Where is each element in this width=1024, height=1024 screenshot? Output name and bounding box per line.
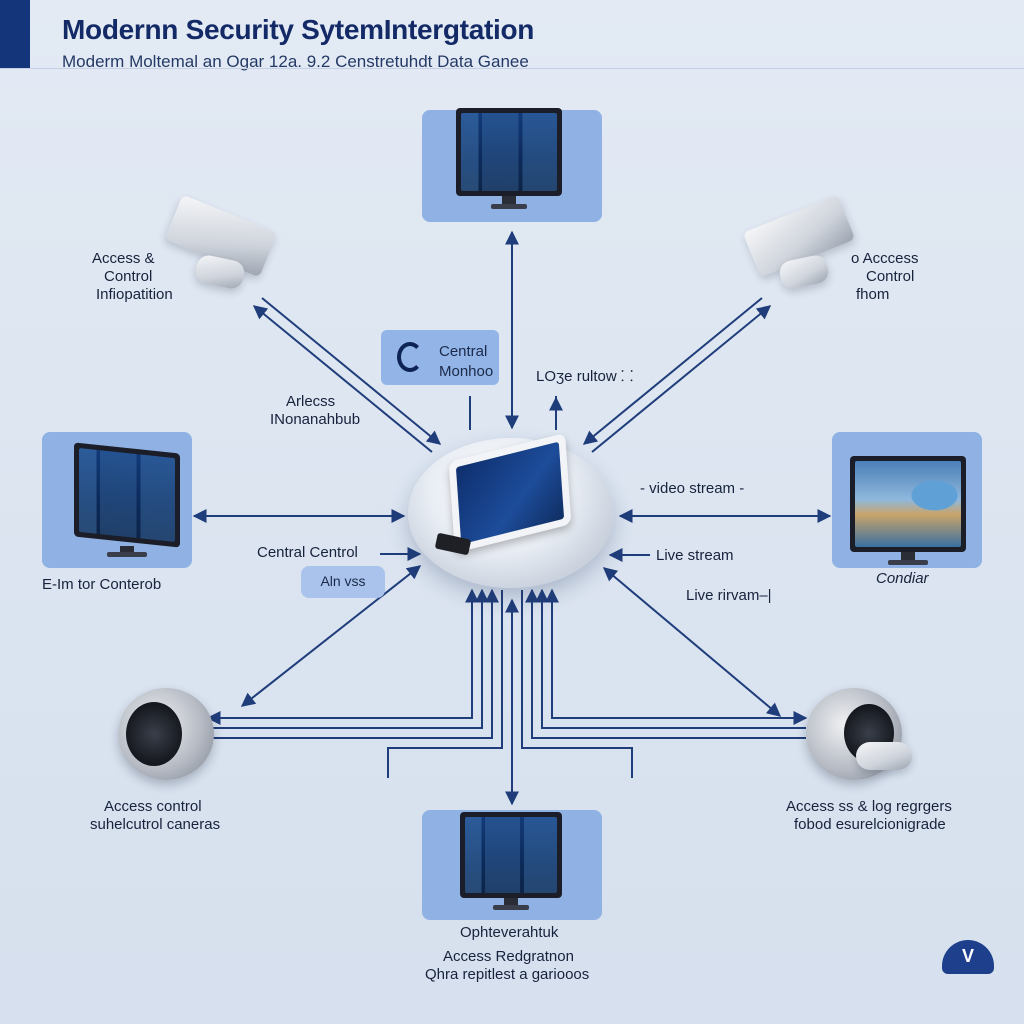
label-live-stream: Live stream <box>656 547 734 564</box>
small-hub-chip: Aln vss <box>301 566 385 598</box>
bottom-right-camera-barrel <box>856 742 912 770</box>
top-monitor <box>456 108 562 213</box>
header-accent-bar <box>0 0 30 68</box>
link-bundle-right-4 <box>521 590 633 778</box>
label-video-stream: - video stream - <box>640 480 745 497</box>
label-left-monitor: E-Im tor Conterob <box>42 576 162 593</box>
label-live-rirvam: Live rirvam–| <box>686 587 772 604</box>
link-bundle-left-4 <box>387 590 503 778</box>
label-bottom-left-1: Access control <box>104 798 202 815</box>
title-divider <box>0 68 1024 69</box>
label-top-left-2: Control <box>104 268 153 285</box>
monitor-logo-icon <box>397 342 423 372</box>
label-top-right-3: fhom <box>856 286 890 303</box>
label-top-right-2: Control <box>866 268 915 285</box>
label-top-left-1: Access & <box>92 250 155 267</box>
hub-tablet <box>448 432 572 554</box>
left-monitor <box>74 442 180 560</box>
label-bottom-access-2: Qhra repitlest a gariooos <box>425 966 590 983</box>
central-chip-line1: Central <box>439 343 488 360</box>
link-bundle-right-2 <box>535 588 806 729</box>
link-top-right-device-b <box>591 305 772 453</box>
brand-logo: V <box>942 940 994 974</box>
label-arcess-2: INonanahbub <box>270 411 361 428</box>
page-subtitle: Moderm Moltemal an Ogar 12a. 9.2 Censtre… <box>62 52 529 71</box>
link-top-left-device-a <box>261 297 442 445</box>
link-bundle-right-1 <box>545 588 808 725</box>
label-bottom-monitor: Ophteverahtuk <box>460 924 559 941</box>
page-title: Modernn Security SytemIntergtation <box>62 14 535 45</box>
link-top-right-device-a <box>582 297 763 445</box>
label-arcess-1: Arlecss <box>286 393 336 410</box>
link-top-left-device-b <box>252 305 433 453</box>
central-chip-line2: Monhoo <box>439 363 494 380</box>
link-bundle-right-3 <box>525 588 806 739</box>
brand-logo-glyph: V <box>961 946 974 966</box>
right-monitor <box>850 456 966 566</box>
label-bottom-access-1: Access Redgratnon <box>443 948 574 965</box>
label-central-centrol: Central Centrol <box>257 544 358 561</box>
small-chip-label: Aln vss <box>320 573 366 589</box>
label-bottom-right-2: fobod esurelcionigrade <box>794 816 946 833</box>
bottom-left-camera <box>118 688 214 780</box>
label-loge-rultow: LOʒe rultow ⸬ <box>536 368 634 385</box>
central-monitor-chip: Central Monhoo <box>381 330 499 385</box>
link-bundle-left-2 <box>208 588 489 729</box>
label-right-monitor: Condiar <box>876 570 929 587</box>
central-hub <box>408 432 614 588</box>
label-top-left-3: Infiopatition <box>96 286 173 303</box>
label-top-right-1: o Acccess <box>851 250 919 267</box>
link-bundle-left-1 <box>206 588 479 725</box>
link-bundle-left-3 <box>208 588 499 739</box>
bottom-monitor <box>460 812 562 912</box>
label-bottom-left-2: suhelcutrol caneras <box>90 816 221 833</box>
label-bottom-right-1: Access ss & log regrgers <box>786 798 952 815</box>
